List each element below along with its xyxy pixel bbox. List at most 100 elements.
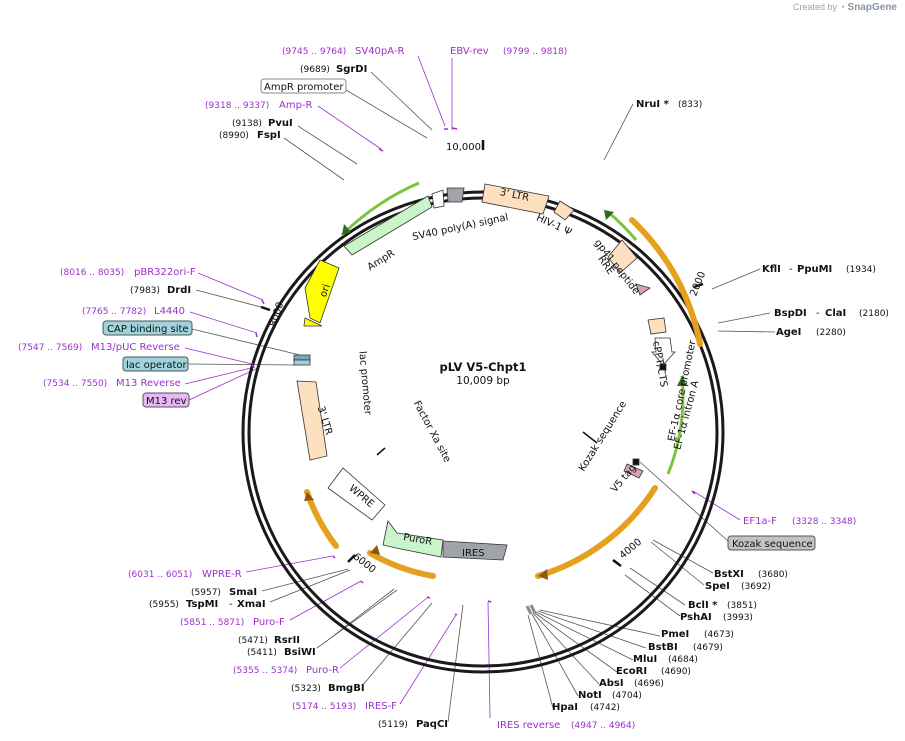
- ires-rev-range: (4947 .. 4964): [571, 721, 635, 731]
- orf-arc-3: [367, 550, 436, 579]
- snapgene-watermark: Created by ◔ SnapGene: [793, 2, 897, 13]
- feature-label-ampr: AmpR: [366, 248, 397, 273]
- cppt-block: [647, 317, 667, 335]
- pmei-pos: (4673): [704, 630, 734, 640]
- bspdi-pos: (2180): [859, 309, 889, 319]
- ef1af-range: (3328 .. 3348): [792, 517, 856, 527]
- bsiwi-name: BsiWI: [284, 647, 316, 658]
- pbr322-range: (8016 .. 8035): [60, 268, 124, 278]
- m13-rev-box: [142, 392, 190, 408]
- agei-name: AgeI: [776, 327, 801, 338]
- noti-pos: (4704): [612, 691, 642, 701]
- feature-label-ires: IRES: [462, 548, 485, 559]
- bspdi-name: BspDI: [774, 308, 807, 319]
- pvui-pos: (9138): [232, 119, 262, 129]
- kfli-name: KflI: [762, 264, 781, 275]
- spei-pos: (3692): [741, 582, 771, 592]
- drdi-pos: (7983): [130, 286, 160, 296]
- pvui-name: PvuI: [268, 118, 293, 129]
- site-labels: (9745 .. 9764) SV40pA-R EBV-rev (9799 ..…: [18, 46, 889, 731]
- label-boxes: AmpR promoter CAP binding site lac opera…: [102, 78, 816, 551]
- ecori-name: EcoRI: [616, 666, 647, 677]
- paqci-name: PaqCI: [416, 719, 448, 730]
- ampr-promoter-block: [431, 189, 445, 209]
- snapgene-logo-icon: ◔: [839, 2, 846, 12]
- plasmid-size: 10,009 bp: [456, 375, 510, 387]
- ori-tail: [303, 317, 323, 327]
- kozak-seq-label: Kozak sequence: [732, 539, 813, 550]
- orf-arrowhead-3: [370, 545, 380, 555]
- orf-arrowhead-4: [304, 492, 314, 501]
- puro-r-range: (5355 .. 5374): [233, 666, 297, 676]
- cap-binding-box: [102, 320, 193, 336]
- rsrii-name: RsrII: [274, 635, 300, 646]
- ires-f-range: (5174 .. 5193): [292, 702, 356, 712]
- ecori-pos: (4690): [661, 667, 691, 677]
- puro-f-name: Puro-F: [253, 617, 285, 628]
- kozak-mark: [659, 363, 667, 371]
- kfli-dash: -: [789, 264, 793, 275]
- spei-name: SpeI: [705, 581, 730, 592]
- lacop-block: [293, 359, 311, 366]
- ltr3-block: [296, 380, 328, 461]
- ampr-block: [343, 195, 433, 256]
- orf-arrowhead-2: [538, 569, 548, 580]
- m13-rev-label: M13 rev: [146, 396, 187, 407]
- pbr322-name: pBR322ori-F: [134, 267, 196, 278]
- bstxi-pos: (3680): [758, 570, 788, 580]
- feature-label-lac-promoter: lac promoter: [356, 351, 373, 417]
- factor-xa-mark: [376, 447, 386, 456]
- ef1a-core-block: [651, 337, 676, 366]
- xmai-name: XmaI: [237, 599, 266, 610]
- ires-block: [442, 540, 508, 561]
- absi-name: AbsI: [599, 678, 624, 689]
- wpre-r-name: WPRE-R: [202, 569, 242, 580]
- sv40pa-block: [446, 187, 465, 203]
- ori-block: [304, 259, 340, 324]
- ires-f-name: IRES-F: [365, 701, 397, 712]
- lac-operator-label: lac operator: [126, 360, 187, 371]
- m13rev-range: (7534 .. 7550): [43, 379, 107, 389]
- l4440-range: (7765 .. 7782): [82, 307, 146, 317]
- bstbi-pos: (4679): [693, 643, 723, 653]
- noti-name: NotI: [578, 690, 602, 701]
- puro-r-name: Puro-R: [306, 665, 339, 676]
- smai-pos: (5957): [191, 588, 221, 598]
- primer-marks: [251, 127, 696, 616]
- bcli-pos: (3851): [727, 601, 757, 611]
- amp-r-range: (9318 .. 9337): [205, 101, 269, 111]
- pshai-pos: (3993): [723, 613, 753, 623]
- kfli-pos: (1934): [846, 265, 876, 275]
- fspi-pos: (8990): [219, 131, 249, 141]
- puror-block: [382, 520, 444, 558]
- feature-label-kozak: Kozak sequence: [577, 399, 629, 473]
- wpre-r-range: (6031 .. 6051): [128, 570, 192, 580]
- v5-block: [623, 463, 644, 479]
- label-leader-lines: [184, 55, 776, 723]
- bsiwi-pos: (5411): [247, 648, 277, 658]
- ring-tick-marks: [260, 140, 704, 567]
- plasmid-title: pLV V5-Chpt1 10,009 bp: [440, 360, 527, 387]
- l4440-name: L4440: [154, 306, 185, 317]
- feature-label-puror: PuroR: [402, 532, 433, 548]
- sgrdi-name: SgrDI: [336, 64, 367, 75]
- rre-block: [607, 239, 638, 274]
- cap-binding-label: CAP binding site: [107, 324, 189, 335]
- ires-rev-name: IRES reverse: [497, 720, 560, 731]
- orf-arcs: [304, 217, 703, 579]
- feature-blocks: [293, 183, 676, 561]
- absi-pos: (4696): [634, 679, 664, 689]
- kozak-mark-2: [632, 458, 640, 466]
- mlui-name: MluI: [633, 654, 657, 665]
- rsrii-pos: (5471): [238, 636, 268, 646]
- ebv-rev-name: EBV-rev: [450, 46, 489, 57]
- bstxi-name: BstXI: [714, 569, 744, 580]
- agei-pos: (2280): [816, 328, 846, 338]
- fspi-name: FspI: [257, 130, 281, 141]
- orf-arc-1: [629, 217, 703, 347]
- sv40pa-r-range: (9745 .. 9764): [282, 47, 346, 57]
- m13puc-name: M13/pUC Reverse: [91, 342, 180, 353]
- snapgene-brand: SnapGene: [847, 2, 897, 13]
